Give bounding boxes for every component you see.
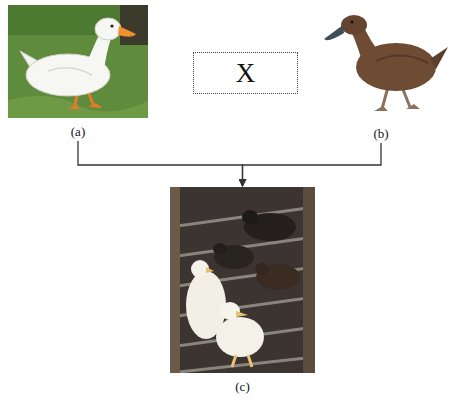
grass-ground bbox=[8, 5, 148, 118]
pen-ground bbox=[170, 187, 315, 373]
grass-ground bbox=[8, 96, 148, 118]
pen-grating bbox=[170, 207, 315, 373]
pen-rail bbox=[170, 187, 180, 373]
duck-eye bbox=[351, 21, 354, 24]
cross-sign-box: X bbox=[193, 52, 298, 94]
duck-bill bbox=[118, 26, 136, 37]
cross-connector bbox=[243, 143, 382, 186]
duck-wing bbox=[376, 55, 428, 63]
cross-connector bbox=[78, 141, 243, 186]
duck-foot bbox=[374, 106, 388, 111]
duck-foot bbox=[68, 105, 80, 109]
photo-panel: (a) bbox=[8, 5, 148, 140]
photo-ground bbox=[310, 5, 452, 120]
white-duck-photo bbox=[8, 5, 148, 118]
duck-foot bbox=[406, 104, 420, 109]
pen-rail bbox=[303, 187, 315, 373]
panel-label: (a) bbox=[69, 124, 87, 140]
duck-eye bbox=[110, 24, 113, 27]
duck-foot bbox=[88, 103, 102, 108]
panel-label: (b) bbox=[371, 126, 390, 142]
white-ducklings bbox=[186, 260, 264, 367]
offspring-photo bbox=[170, 187, 315, 373]
duck-wing bbox=[48, 68, 92, 75]
duck-head bbox=[95, 18, 121, 40]
duck-head bbox=[341, 15, 367, 35]
brown-duck-photo bbox=[310, 5, 452, 120]
duck-bill bbox=[324, 25, 344, 40]
panel-label: (c) bbox=[233, 379, 251, 395]
dark-ducklings bbox=[213, 210, 300, 290]
cross-sign: X bbox=[236, 58, 256, 88]
duck-tail bbox=[430, 47, 448, 69]
photo-panel: (c) bbox=[170, 187, 315, 395]
post bbox=[120, 5, 148, 45]
photo-panel: (b) bbox=[310, 5, 452, 142]
